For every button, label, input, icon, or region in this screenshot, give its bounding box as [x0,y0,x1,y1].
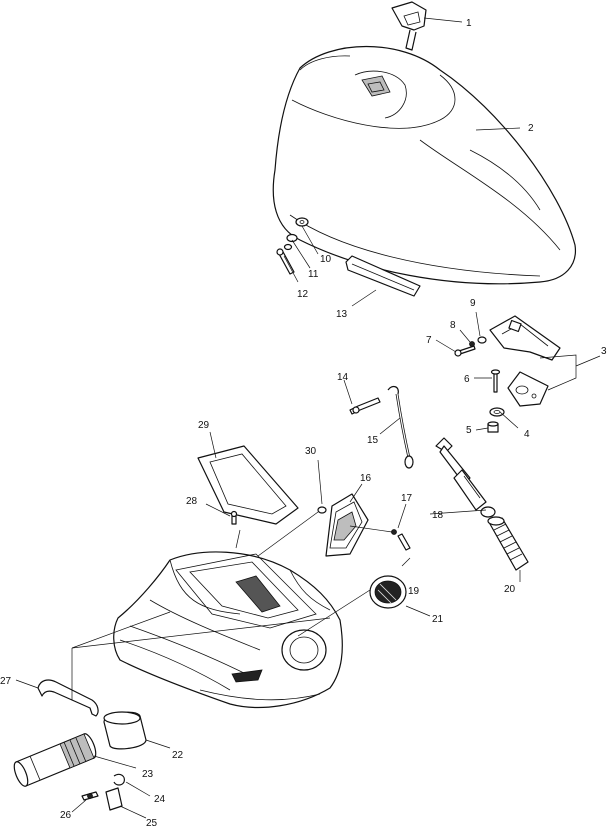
leader-lines [15,17,601,819]
callout-17: 17 [401,493,413,504]
callout-labels: 1 2 3 4 5 6 7 8 9 10 11 12 13 14 15 16 1… [0,18,607,827]
part-hinge-bracket [489,315,561,407]
callout-26: 26 [60,810,72,821]
part-round-cap [369,575,407,609]
callout-9: 9 [470,298,476,309]
part-hood-cover [272,46,577,285]
callout-23: 23 [142,769,154,780]
part-screw-17 [391,529,411,551]
callout-19: 19 [408,586,420,597]
part-hood-fasteners [276,217,309,275]
callout-6: 6 [464,374,470,385]
part-handle-bar [37,679,99,717]
callout-2: 2 [528,123,534,134]
part-tether-cable [349,385,414,469]
callout-16: 16 [360,473,372,484]
part-small-hardware [81,773,125,811]
part-seal-ring [197,445,299,525]
part-small-ring [317,506,327,514]
callout-4: 4 [524,429,530,440]
callout-20: 20 [504,584,516,595]
part-screw-28 [230,510,238,525]
callout-27: 27 [0,676,12,687]
part-corrugated-hose [487,516,529,571]
callout-13: 13 [336,309,348,320]
callout-18: 18 [432,510,444,521]
callout-11: 11 [308,269,319,280]
callout-3: 3 [601,346,607,357]
callout-30: 30 [305,446,317,457]
callout-12: 12 [297,289,309,300]
part-handle-strip [345,255,421,297]
part-gas-strut [435,437,496,518]
part-latch [391,1,427,51]
part-access-plate [325,493,369,557]
callout-25: 25 [146,818,158,827]
callout-28: 28 [186,496,198,507]
callout-22: 22 [172,750,184,761]
callout-24: 24 [154,794,166,805]
part-clip-and-sleeve [487,407,505,433]
callout-1: 1 [466,18,472,29]
callout-8: 8 [450,320,456,331]
callout-7: 7 [426,335,432,346]
part-filter-canisters [13,711,147,787]
part-bracket-fasteners [454,336,501,393]
callout-5: 5 [466,425,472,436]
callout-15: 15 [367,435,379,446]
callout-21: 21 [432,614,444,625]
callout-29: 29 [198,420,210,431]
callout-14: 14 [337,372,349,383]
callout-10: 10 [320,254,332,265]
